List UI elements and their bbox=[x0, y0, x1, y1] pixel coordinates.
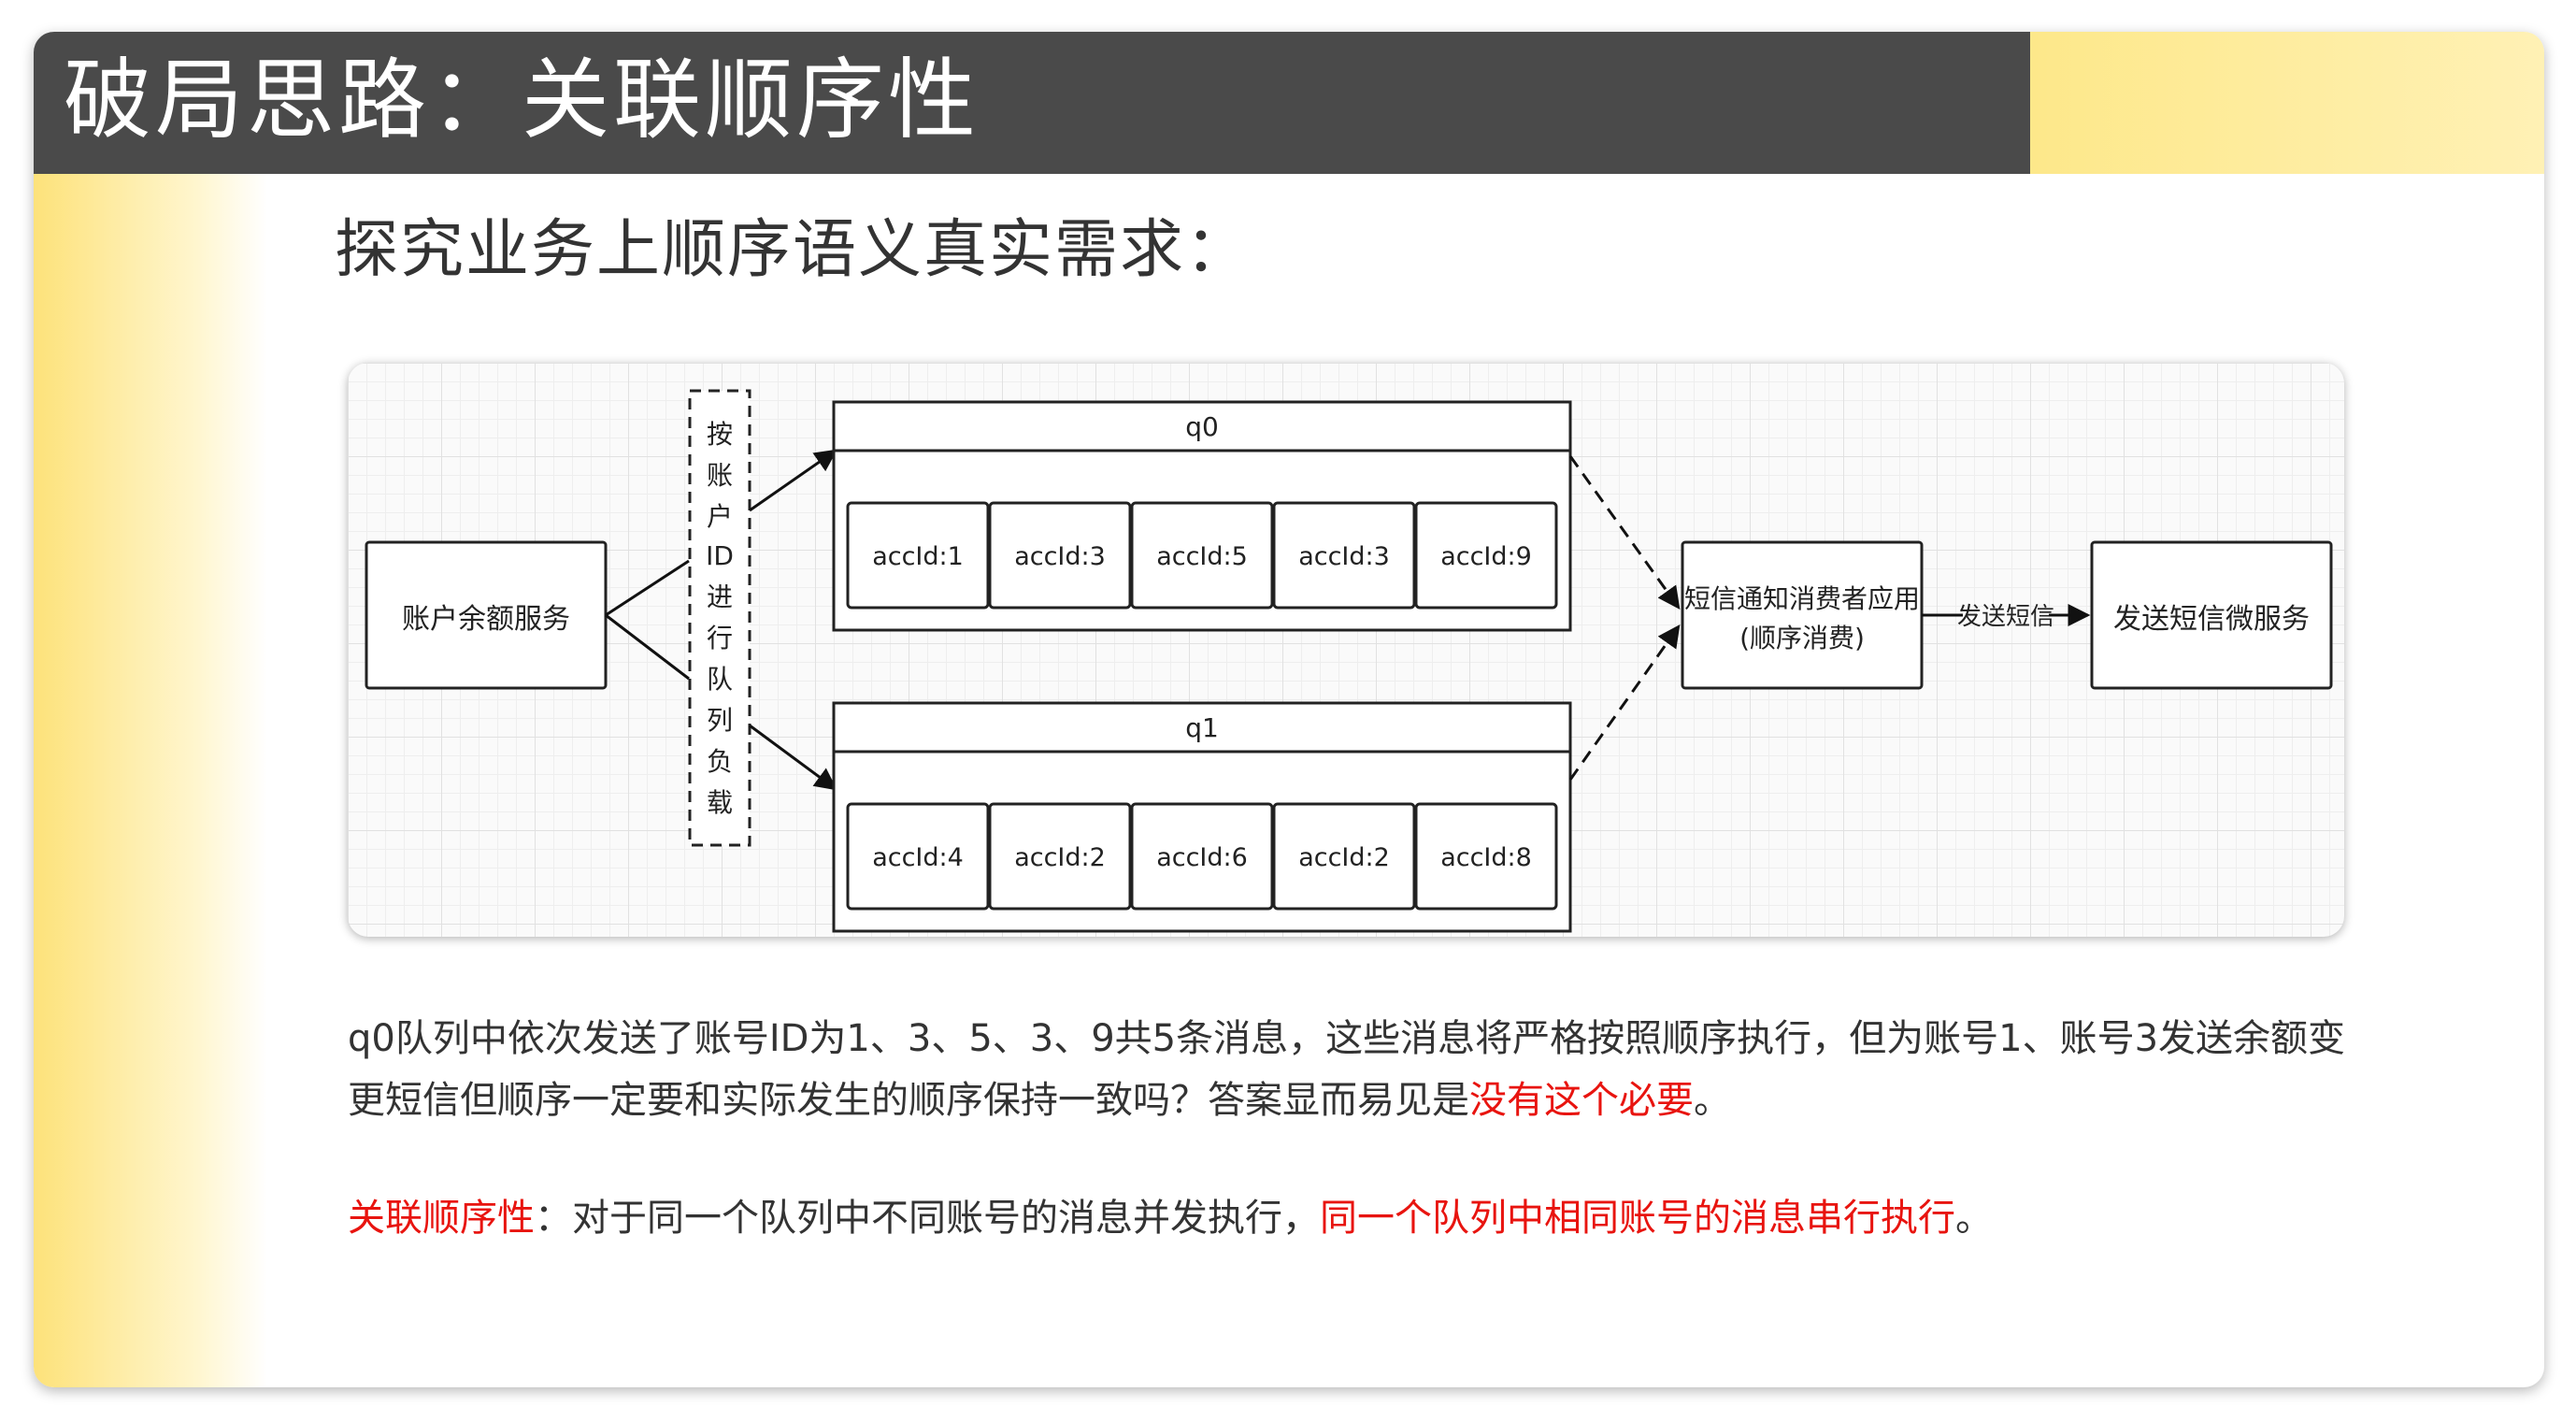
queue-name: q1 bbox=[1185, 712, 1219, 743]
queue-item: accId:2 bbox=[1272, 802, 1416, 911]
svg-text:accId:8: accId:8 bbox=[1440, 843, 1532, 872]
title-bar: 破局思路：关联顺序性 bbox=[34, 32, 2030, 174]
svg-text:accId:3: accId:3 bbox=[1014, 542, 1106, 571]
explanation-paragraph: q0队列中依次发送了账号ID为1、3、5、3、9共5条消息，这些消息将严格按照顺… bbox=[348, 1008, 2497, 1131]
dashed-arrow-q1-consumer bbox=[1568, 624, 1681, 781]
router-char: 进 bbox=[707, 581, 733, 612]
fanout-line-top bbox=[605, 559, 690, 617]
edge-label: 发送短信 bbox=[1957, 603, 2054, 631]
router-char: 账 bbox=[707, 460, 733, 491]
sms-service-box: 发送短信微服务 bbox=[2090, 540, 2333, 690]
svg-text:accId:5: accId:5 bbox=[1156, 542, 1248, 571]
arrow-to-q0 bbox=[749, 449, 837, 512]
queue-item: accId:8 bbox=[1414, 802, 1558, 911]
svg-text:accId:2: accId:2 bbox=[1014, 843, 1106, 872]
slide-title: 破局思路：关联顺序性 bbox=[64, 50, 980, 151]
queue-item: accId:3 bbox=[1272, 501, 1416, 610]
svg-text:accId:4: accId:4 bbox=[872, 843, 964, 872]
consumer-app-box: 短信通知消费者应用 (顺序消费) bbox=[1681, 540, 1924, 690]
router-char: 载 bbox=[707, 787, 733, 818]
svg-text:accId:9: accId:9 bbox=[1440, 542, 1532, 571]
router-char: ID bbox=[706, 540, 734, 571]
fanout-line-bottom bbox=[605, 613, 690, 681]
source-service-box: 账户余额服务 bbox=[365, 540, 608, 690]
queue-q1: q1 accId:4 accId:2 accId:6 accId:2 accId… bbox=[832, 701, 1572, 933]
sms-service-label: 发送短信微服务 bbox=[2113, 603, 2310, 636]
svg-text:accId:3: accId:3 bbox=[1298, 542, 1390, 571]
consumer-label-line2: (顺序消费) bbox=[1739, 623, 1865, 653]
explanation-line2: 更短信但顺序一定要和实际发生的顺序保持一致吗？答案显而易见是没有这个必要。 bbox=[348, 1079, 1731, 1122]
source-service-label: 账户余额服务 bbox=[402, 603, 570, 636]
queue-item: accId:6 bbox=[1130, 802, 1274, 911]
router-box: 按 账 户 ID 进 行 队 列 负 载 bbox=[688, 389, 751, 847]
queue-item: accId:2 bbox=[988, 802, 1132, 911]
queue-item: accId:1 bbox=[846, 501, 990, 610]
svg-text:accId:1: accId:1 bbox=[872, 542, 964, 571]
diagram-canvas: 账户余额服务 按 账 户 ID 进 行 队 列 负 载 q0 bbox=[365, 389, 2333, 933]
router-char: 负 bbox=[707, 746, 733, 777]
dashed-arrow-q0-consumer bbox=[1568, 455, 1681, 610]
definition-paragraph: 关联顺序性：对于同一个队列中不同账号的消息并发执行，同一个队列中相同账号的消息串… bbox=[348, 1197, 1993, 1240]
queue-item: accId:4 bbox=[846, 802, 990, 911]
queue-q0: q0 accId:1 accId:3 accId:5 accId:3 accId… bbox=[832, 400, 1572, 632]
router-char: 列 bbox=[707, 705, 733, 736]
queue-item: accId:3 bbox=[988, 501, 1132, 610]
svg-text:accId:2: accId:2 bbox=[1298, 843, 1390, 872]
architecture-diagram: 账户余额服务 按 账 户 ID 进 行 队 列 负 载 q0 bbox=[348, 363, 2344, 937]
title-accent bbox=[2030, 32, 2544, 174]
router-char: 行 bbox=[707, 623, 733, 653]
slide-subtitle: 探究业务上顺序语义真实需求： bbox=[335, 213, 1252, 287]
explanation-line1: q0队列中依次发送了账号ID为1、3、5、3、9共5条消息，这些消息将严格按照顺… bbox=[348, 1017, 2346, 1060]
highlight-no-need: 没有这个必要 bbox=[1469, 1079, 1694, 1122]
definition-highlight: 同一个队列中相同账号的消息串行执行 bbox=[1320, 1197, 1955, 1240]
queue-item: accId:9 bbox=[1414, 501, 1558, 610]
queue-item: accId:5 bbox=[1130, 501, 1274, 610]
router-char: 户 bbox=[707, 501, 733, 532]
definition-term: 关联顺序性 bbox=[348, 1197, 535, 1240]
consumer-label-line1: 短信通知消费者应用 bbox=[1684, 583, 1920, 614]
router-char: 按 bbox=[707, 419, 733, 450]
left-accent-band bbox=[34, 174, 267, 1387]
arrow-to-q1 bbox=[749, 724, 837, 791]
queue-name: q0 bbox=[1185, 411, 1219, 442]
svg-text:accId:6: accId:6 bbox=[1156, 843, 1248, 872]
router-char: 队 bbox=[707, 664, 733, 695]
